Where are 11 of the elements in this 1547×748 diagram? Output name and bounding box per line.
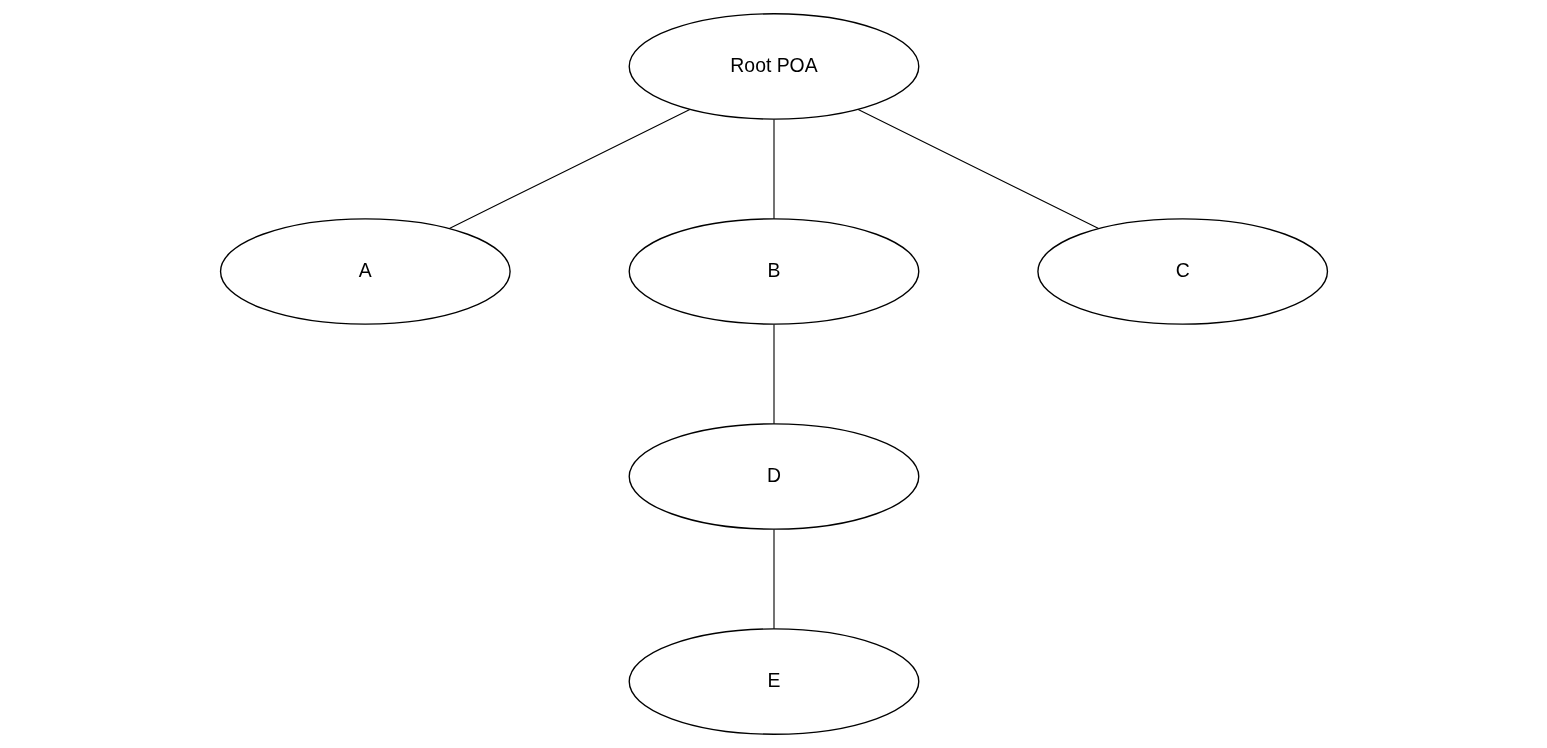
- node-ellipse: A: [219, 218, 511, 325]
- connector: [772, 528, 775, 630]
- node-ellipse: Root POA: [628, 13, 919, 120]
- node-ellipse: D: [628, 423, 919, 530]
- connector: [772, 323, 775, 425]
- connector: [448, 108, 690, 230]
- connector: [772, 118, 775, 220]
- connector: [857, 108, 1099, 230]
- node-ellipse: C: [1036, 218, 1328, 325]
- node-ellipse: B: [628, 218, 919, 325]
- node-ellipse: E: [628, 628, 919, 735]
